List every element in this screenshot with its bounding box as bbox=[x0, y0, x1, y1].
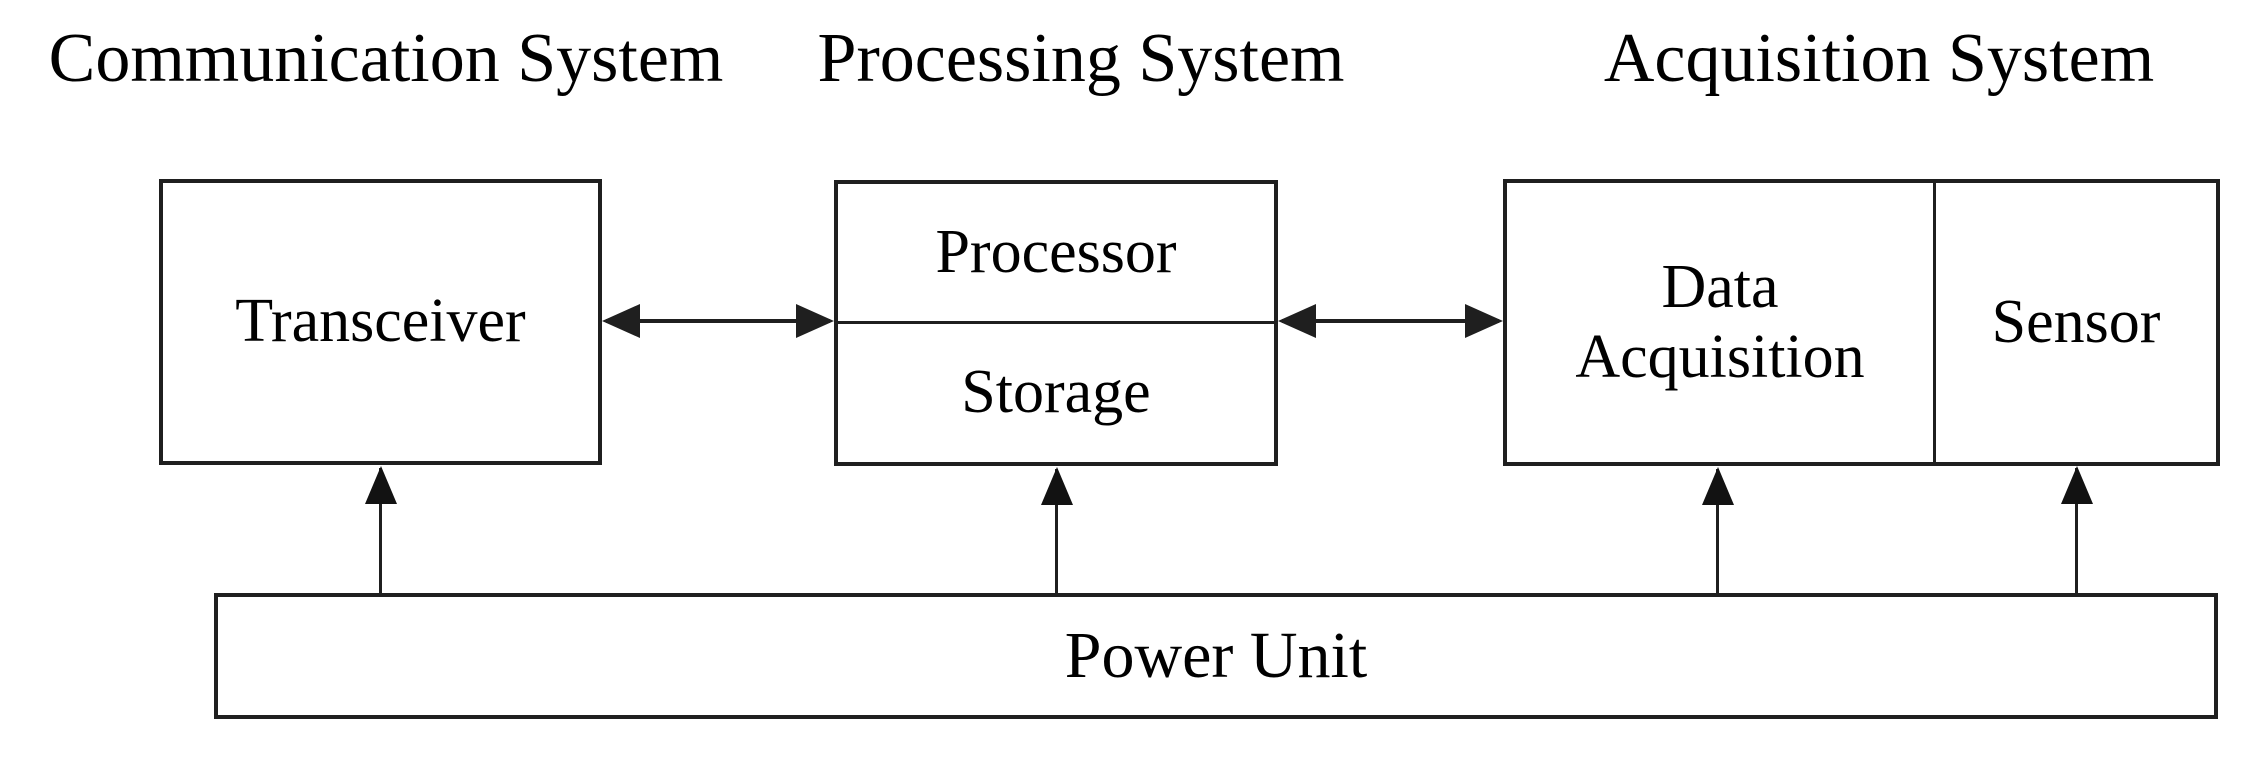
arrow-power-to-sensor bbox=[2075, 468, 2078, 593]
power-unit-label: Power Unit bbox=[1064, 619, 1368, 693]
arrow-processing-acquisition bbox=[1278, 304, 1503, 338]
sensor-cell: Sensor bbox=[1936, 183, 2216, 462]
processor-cell: Processor bbox=[838, 184, 1274, 324]
processing-box: Processor Storage bbox=[834, 180, 1278, 466]
header-acquisition-system: Acquisition System bbox=[1603, 20, 2155, 97]
arrow-power-to-storage bbox=[1055, 469, 1058, 593]
arrow-power-to-transceiver bbox=[379, 468, 382, 593]
acquisition-box: Data Acquisition Sensor bbox=[1503, 179, 2220, 466]
storage-label: Storage bbox=[961, 358, 1151, 427]
data-acquisition-cell: Data Acquisition bbox=[1507, 183, 1936, 462]
power-unit-box: Power Unit bbox=[214, 593, 2218, 719]
sensor-label: Sensor bbox=[1991, 287, 2161, 356]
transceiver-box: Transceiver bbox=[159, 179, 602, 465]
header-processing-system: Processing System bbox=[817, 20, 1345, 97]
header-communication-system: Communication System bbox=[48, 20, 724, 97]
arrow-power-to-data-acquisition bbox=[1716, 469, 1719, 593]
processor-label: Processor bbox=[935, 217, 1177, 286]
data-acquisition-label: Data Acquisition bbox=[1575, 253, 1865, 391]
arrow-transceiver-processing bbox=[602, 304, 834, 338]
storage-cell: Storage bbox=[838, 324, 1274, 462]
transceiver-label: Transceiver bbox=[235, 287, 526, 356]
